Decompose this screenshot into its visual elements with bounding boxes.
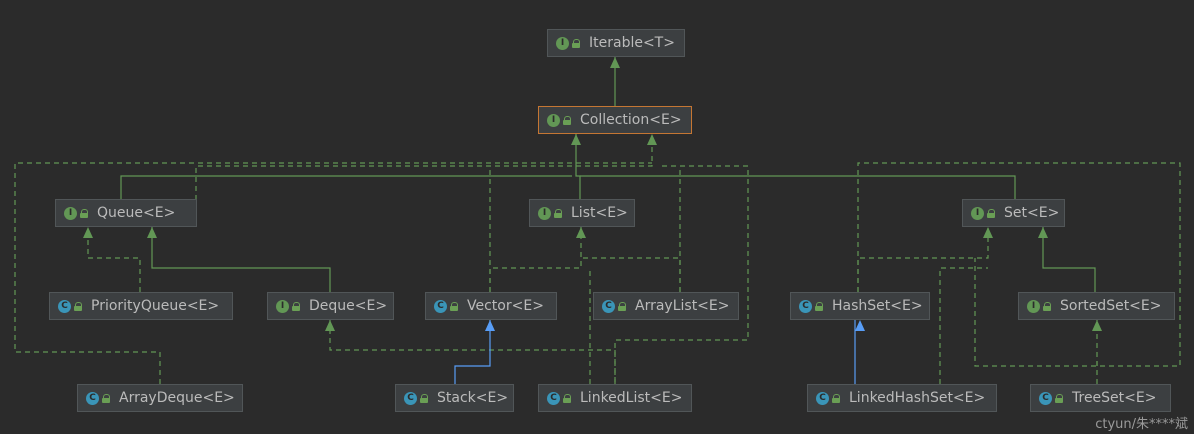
node-linkedlist[interactable]: C LinkedList<E>	[538, 384, 692, 412]
public-lock-icon	[420, 393, 429, 403]
node-label: ArrayList<E>	[635, 298, 730, 314]
node-collection[interactable]: I Collection<E>	[538, 106, 692, 134]
public-lock-icon	[618, 301, 627, 311]
public-lock-icon	[80, 208, 89, 218]
class-icon: C	[58, 299, 71, 313]
node-arraylist[interactable]: C ArrayList<E>	[593, 292, 739, 320]
arrow-queue-left	[83, 227, 93, 238]
node-set[interactable]: I Set<E>	[962, 199, 1065, 227]
edge-set-collection	[580, 175, 1016, 199]
node-label: Vector<E>	[467, 298, 544, 314]
watermark: ctyun/朱****斌	[1095, 417, 1188, 432]
node-label: List<E>	[571, 205, 628, 221]
interface-icon: I	[556, 36, 569, 50]
public-lock-icon	[1055, 393, 1064, 403]
class-icon: C	[404, 391, 417, 405]
node-label: Iterable<T>	[589, 35, 675, 51]
class-icon: C	[434, 299, 447, 313]
public-lock-icon	[563, 393, 572, 403]
class-icon: C	[816, 391, 829, 405]
interface-icon: I	[971, 206, 984, 220]
public-lock-icon	[832, 393, 841, 403]
class-icon: C	[602, 299, 615, 313]
arrow-sortedset	[1092, 320, 1102, 331]
node-priorityqueue[interactable]: C PriorityQueue<E>	[49, 292, 233, 320]
edge-linkedlist-deque	[614, 165, 749, 384]
public-lock-icon	[292, 301, 301, 311]
edge-deque-queue	[151, 227, 331, 292]
node-deque[interactable]: I Deque<E>	[267, 292, 394, 320]
node-label: Set<E>	[1004, 205, 1060, 221]
public-lock-icon	[563, 115, 572, 125]
node-label: Stack<E>	[437, 390, 509, 406]
edge-sortedset-set	[1042, 227, 1096, 292]
node-linkedhashset[interactable]: C LinkedHashSet<E>	[807, 384, 997, 412]
public-lock-icon	[572, 38, 581, 48]
public-lock-icon	[815, 301, 824, 311]
edge-hashset-set	[857, 227, 989, 292]
edge-pq-queue	[87, 227, 141, 292]
arrow-queue-right	[147, 227, 157, 238]
node-list[interactable]: I List<E>	[529, 199, 635, 227]
node-treeset[interactable]: C TreeSet<E>	[1030, 384, 1171, 412]
arrow-set-left	[983, 227, 993, 238]
node-stack[interactable]: C Stack<E>	[395, 384, 514, 412]
interface-icon: I	[1027, 299, 1040, 313]
node-iterable[interactable]: I Iterable<T>	[547, 29, 685, 57]
node-label: LinkedList<E>	[580, 390, 683, 406]
node-label: TreeSet<E>	[1072, 390, 1157, 406]
public-lock-icon	[102, 393, 111, 403]
node-label: Deque<E>	[309, 298, 388, 314]
edge-linkedhashset-set	[939, 267, 988, 384]
arrow-set-right	[1038, 227, 1048, 238]
edge-arraydeque-deque	[329, 320, 616, 384]
edge-vector-list	[489, 227, 582, 292]
arrow-iterable	[610, 57, 620, 68]
arrow-deque	[325, 320, 335, 331]
interface-icon: I	[547, 113, 560, 127]
node-label: PriorityQueue<E>	[91, 298, 220, 314]
node-label: LinkedHashSet<E>	[849, 390, 986, 406]
node-queue[interactable]: I Queue<E>	[55, 199, 197, 227]
class-icon: C	[799, 299, 812, 313]
interface-icon: I	[276, 299, 289, 313]
node-hashset[interactable]: C HashSet<E>	[790, 292, 930, 320]
edge-hashset-collection	[857, 162, 1181, 367]
interface-icon: I	[64, 206, 77, 220]
node-label: Collection<E>	[580, 112, 682, 128]
node-label: Queue<E>	[97, 205, 176, 221]
class-icon: C	[1039, 391, 1052, 405]
class-icon: C	[547, 391, 560, 405]
public-lock-icon	[450, 301, 459, 311]
edge-queue-collection-dash	[195, 134, 653, 227]
arrow-list	[576, 227, 586, 238]
node-vector[interactable]: C Vector<E>	[425, 292, 557, 320]
arrow-hashset	[855, 320, 865, 331]
class-icon: C	[86, 391, 99, 405]
edge-stack-vector	[454, 320, 491, 384]
edge-list-collection	[575, 134, 581, 199]
interface-icon: I	[538, 206, 551, 220]
arrow-vector	[485, 320, 495, 331]
public-lock-icon	[987, 208, 996, 218]
public-lock-icon	[1043, 301, 1052, 311]
edge-arraydeque-collection	[14, 162, 652, 384]
node-label: HashSet<E>	[832, 298, 923, 314]
node-arraydeque[interactable]: C ArrayDeque<E>	[77, 384, 243, 412]
public-lock-icon	[74, 301, 83, 311]
arrow-collection-left	[571, 134, 581, 145]
node-label: ArrayDeque<E>	[119, 390, 235, 406]
arrow-collection-right	[647, 134, 657, 145]
edge-arraylist-list	[581, 257, 681, 292]
node-sortedset[interactable]: I SortedSet<E>	[1018, 292, 1175, 320]
node-label: SortedSet<E>	[1060, 298, 1162, 314]
edge-queue-collection	[120, 175, 572, 199]
public-lock-icon	[554, 208, 563, 218]
